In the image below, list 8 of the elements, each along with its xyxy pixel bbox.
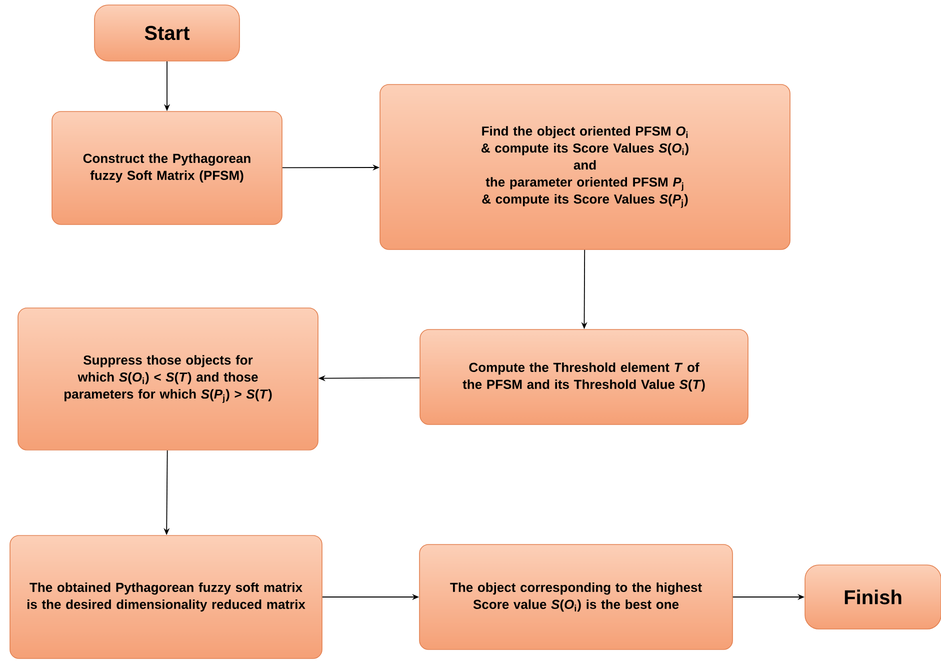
process-box: The object corresponding to the highest Score value S(O$_{i}$) is the best one: [419, 544, 733, 650]
terminal-box: Start: [94, 4, 240, 62]
process-box: Find the object oriented PFSM O$_{i}$ & compute its Score Values S(O$_{i}$) and the parameter oriented PFSM P$_{j}$ & compute its Score Values S(P$_{j}$): [380, 84, 790, 250]
terminal-box: Finish: [804, 564, 941, 630]
process-box: Suppress those objects for which S(O$_{i}$) < S(T) and those parameters for which S(P$_{j}$) > S(T): [18, 308, 318, 450]
process-box: Compute the Threshold element T of the PFSM and its Threshold Value S(T): [420, 329, 748, 425]
process-box: The obtained Pythagorean fuzzy soft matrix is the desired dimensionality reduced matrix: [10, 535, 322, 659]
process-box: Construct the Pythagorean fuzzy Soft Matrix (PFSM): [52, 111, 282, 225]
